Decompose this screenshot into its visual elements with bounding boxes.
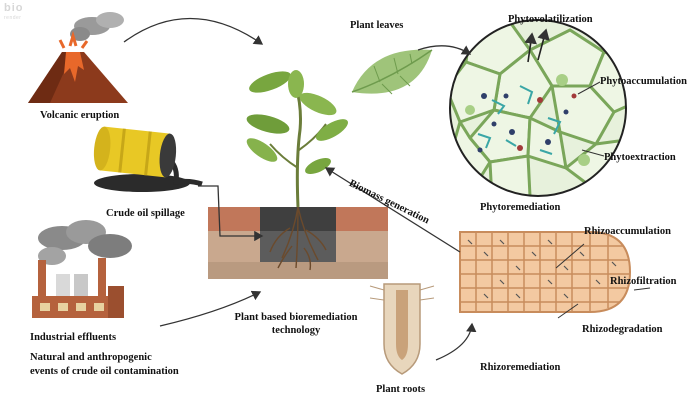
plant-leaf bbox=[288, 70, 304, 98]
volcano-illustration bbox=[28, 12, 128, 103]
plant-leaf bbox=[305, 157, 331, 175]
root-hairs bbox=[369, 285, 435, 301]
plant-leaf bbox=[316, 119, 348, 141]
label-plant-based-line2: technology bbox=[271, 325, 321, 336]
soil-bottom-band bbox=[208, 262, 388, 279]
label-phytoaccumulation: Phytoaccumulation bbox=[600, 76, 687, 87]
flow-arrows bbox=[123, 17, 651, 361]
label-phytovolatilization: Phytovolatilization bbox=[508, 14, 593, 25]
barrel-top bbox=[93, 126, 111, 171]
pointer-phytoaccumulation bbox=[577, 81, 601, 95]
arrow-leaf-to-cell bbox=[417, 45, 472, 55]
label-rhizofiltration: Rhizofiltration bbox=[610, 276, 677, 287]
label-rhizodegradation: Rhizodegradation bbox=[582, 324, 663, 335]
pointer-rhizodegradation bbox=[557, 303, 579, 319]
factory-annex bbox=[108, 286, 124, 318]
pointer-rhizofiltration bbox=[633, 287, 651, 291]
arrow-volcano-to-plant bbox=[123, 17, 264, 45]
plant-roots-in-soil bbox=[269, 206, 327, 271]
watermark-text: bio bbox=[4, 2, 24, 14]
plant-leaf bbox=[249, 71, 291, 93]
oil-puddle bbox=[94, 174, 190, 192]
factory-illustration bbox=[32, 220, 132, 318]
barrel-ring bbox=[144, 131, 152, 176]
smoke-cloud bbox=[88, 234, 132, 258]
volatilization-arrow bbox=[537, 28, 550, 61]
watermark-subtext: render bbox=[4, 15, 22, 21]
watermark-logo: bio render bbox=[4, 3, 24, 23]
lava-splash bbox=[58, 30, 89, 49]
label-rhizoaccumulation: Rhizoaccumulation bbox=[584, 226, 671, 237]
barrel-body bbox=[99, 126, 171, 178]
root-outline bbox=[459, 231, 632, 313]
oil-spill bbox=[168, 158, 203, 187]
arrow-root-tip-to-root-cells bbox=[435, 322, 477, 361]
arrow-root-to-plant bbox=[324, 167, 461, 253]
barrel-opening bbox=[159, 133, 177, 178]
factory-window bbox=[76, 303, 86, 311]
soil-top-band bbox=[336, 207, 388, 231]
label-plant-roots: Plant roots bbox=[376, 384, 426, 395]
label-plant-based-line1: Plant based bioremediation bbox=[234, 312, 358, 323]
label-rhizoremediation: Rhizoremediation bbox=[480, 362, 561, 373]
plant-leaf-illustration bbox=[351, 49, 433, 95]
plant-leaf bbox=[299, 92, 337, 116]
magnifier-ring bbox=[449, 19, 627, 197]
plant-stem-and-leaves bbox=[246, 70, 348, 208]
lava-flow bbox=[64, 52, 84, 82]
leaf-midrib bbox=[351, 49, 433, 93]
plant-stem bbox=[294, 85, 302, 208]
leaf-vein bbox=[373, 53, 413, 95]
volcano-shade bbox=[28, 52, 73, 103]
label-phytoremediation: Phytoremediation bbox=[480, 202, 561, 213]
plant-branch bbox=[269, 143, 299, 169]
root-core bbox=[396, 290, 408, 360]
leaf-cell-magnifier bbox=[449, 19, 627, 197]
factory-window bbox=[40, 303, 50, 311]
arrow-factory-to-soil bbox=[159, 290, 262, 327]
cooling-tower bbox=[56, 274, 70, 300]
pointer-phytoextraction bbox=[581, 149, 605, 157]
label-plant-leaves: Plant leaves bbox=[350, 20, 404, 31]
smoke-cloud bbox=[96, 12, 124, 28]
label-natural-events-line1: Natural and anthropogenic bbox=[30, 352, 152, 363]
arrow-oil-to-soil bbox=[198, 185, 264, 242]
plant-branch bbox=[298, 123, 327, 151]
plant-leaf bbox=[246, 114, 290, 134]
label-volcanic-eruption: Volcanic eruption bbox=[40, 110, 120, 121]
plant-leaf bbox=[246, 138, 278, 162]
chimney bbox=[98, 258, 106, 300]
label-industrial-effluents: Industrial effluents bbox=[30, 332, 117, 343]
plant-root-tip-illustration bbox=[369, 283, 435, 375]
factory-window bbox=[58, 303, 68, 311]
label-crude-oil-spillage: Crude oil spillage bbox=[106, 208, 185, 219]
cooling-tower bbox=[74, 274, 88, 300]
oil-barrel-illustration bbox=[93, 126, 203, 192]
leaf-blade bbox=[352, 49, 432, 94]
cell-particles bbox=[465, 74, 590, 166]
factory-window bbox=[94, 303, 104, 311]
soil-top-band bbox=[208, 207, 260, 231]
label-natural-events-line2: events of crude oil contamination bbox=[30, 366, 179, 377]
pointer-rhizoaccumulation bbox=[555, 243, 585, 269]
root-cell-illustration bbox=[459, 231, 632, 313]
volatilization-arrow bbox=[524, 32, 537, 63]
barrel-ring bbox=[118, 128, 126, 173]
label-phytoextraction: Phytoextraction bbox=[604, 152, 676, 163]
chimney bbox=[38, 260, 46, 300]
